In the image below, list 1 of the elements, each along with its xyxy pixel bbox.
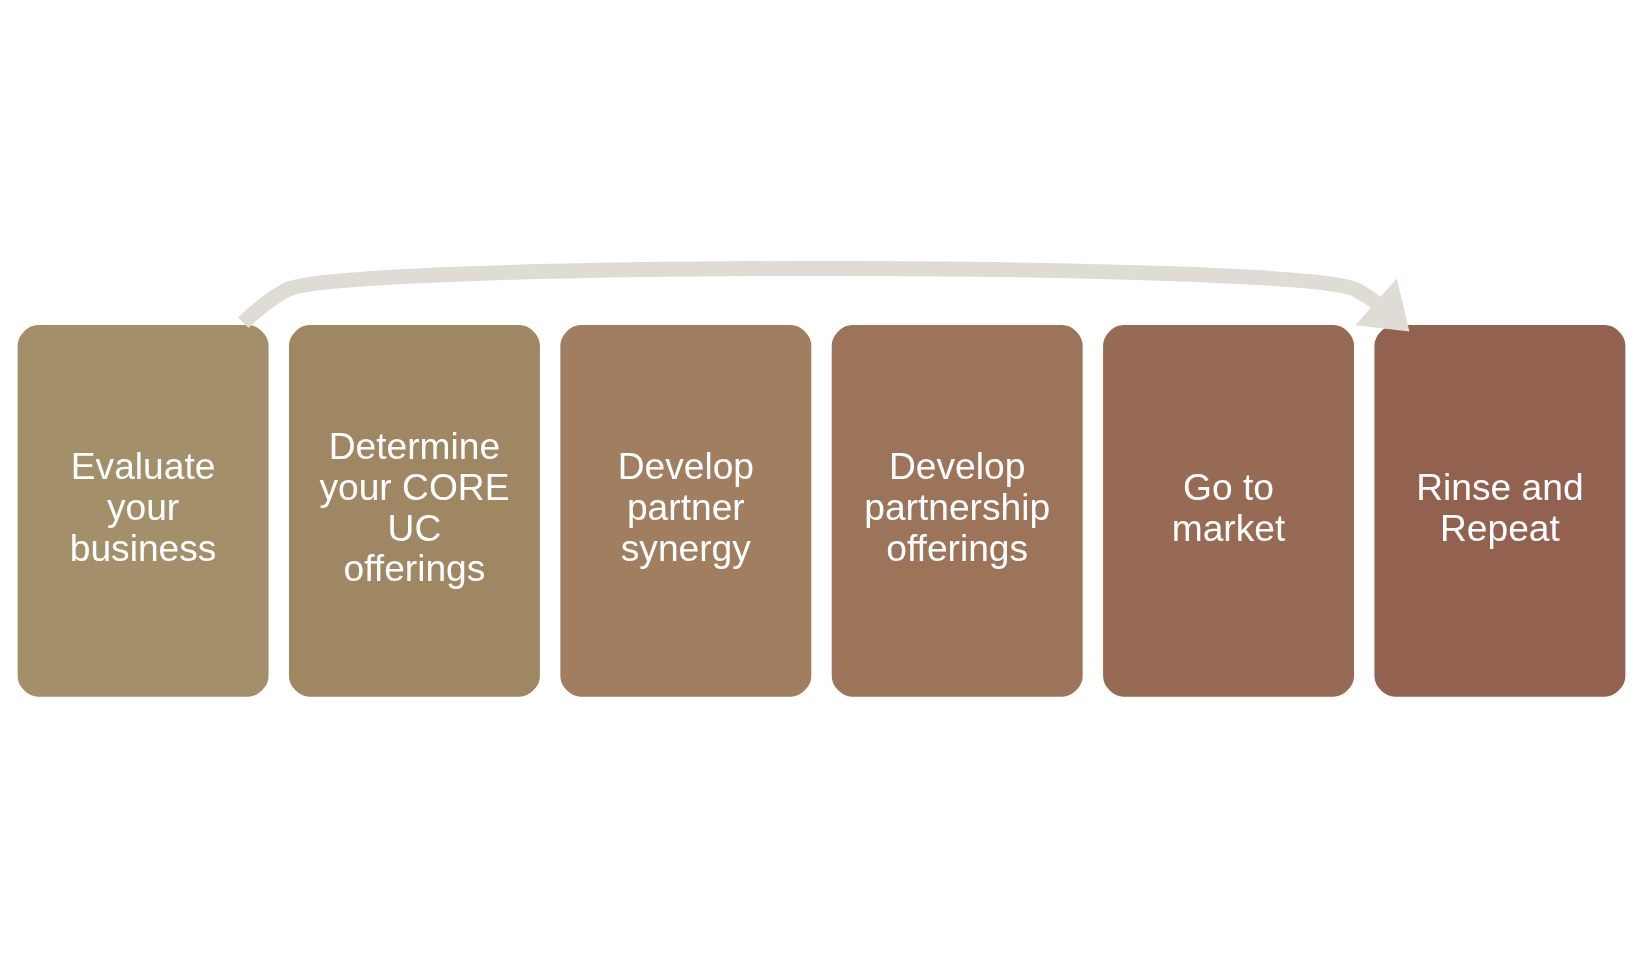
- arrow: [238, 261, 1410, 332]
